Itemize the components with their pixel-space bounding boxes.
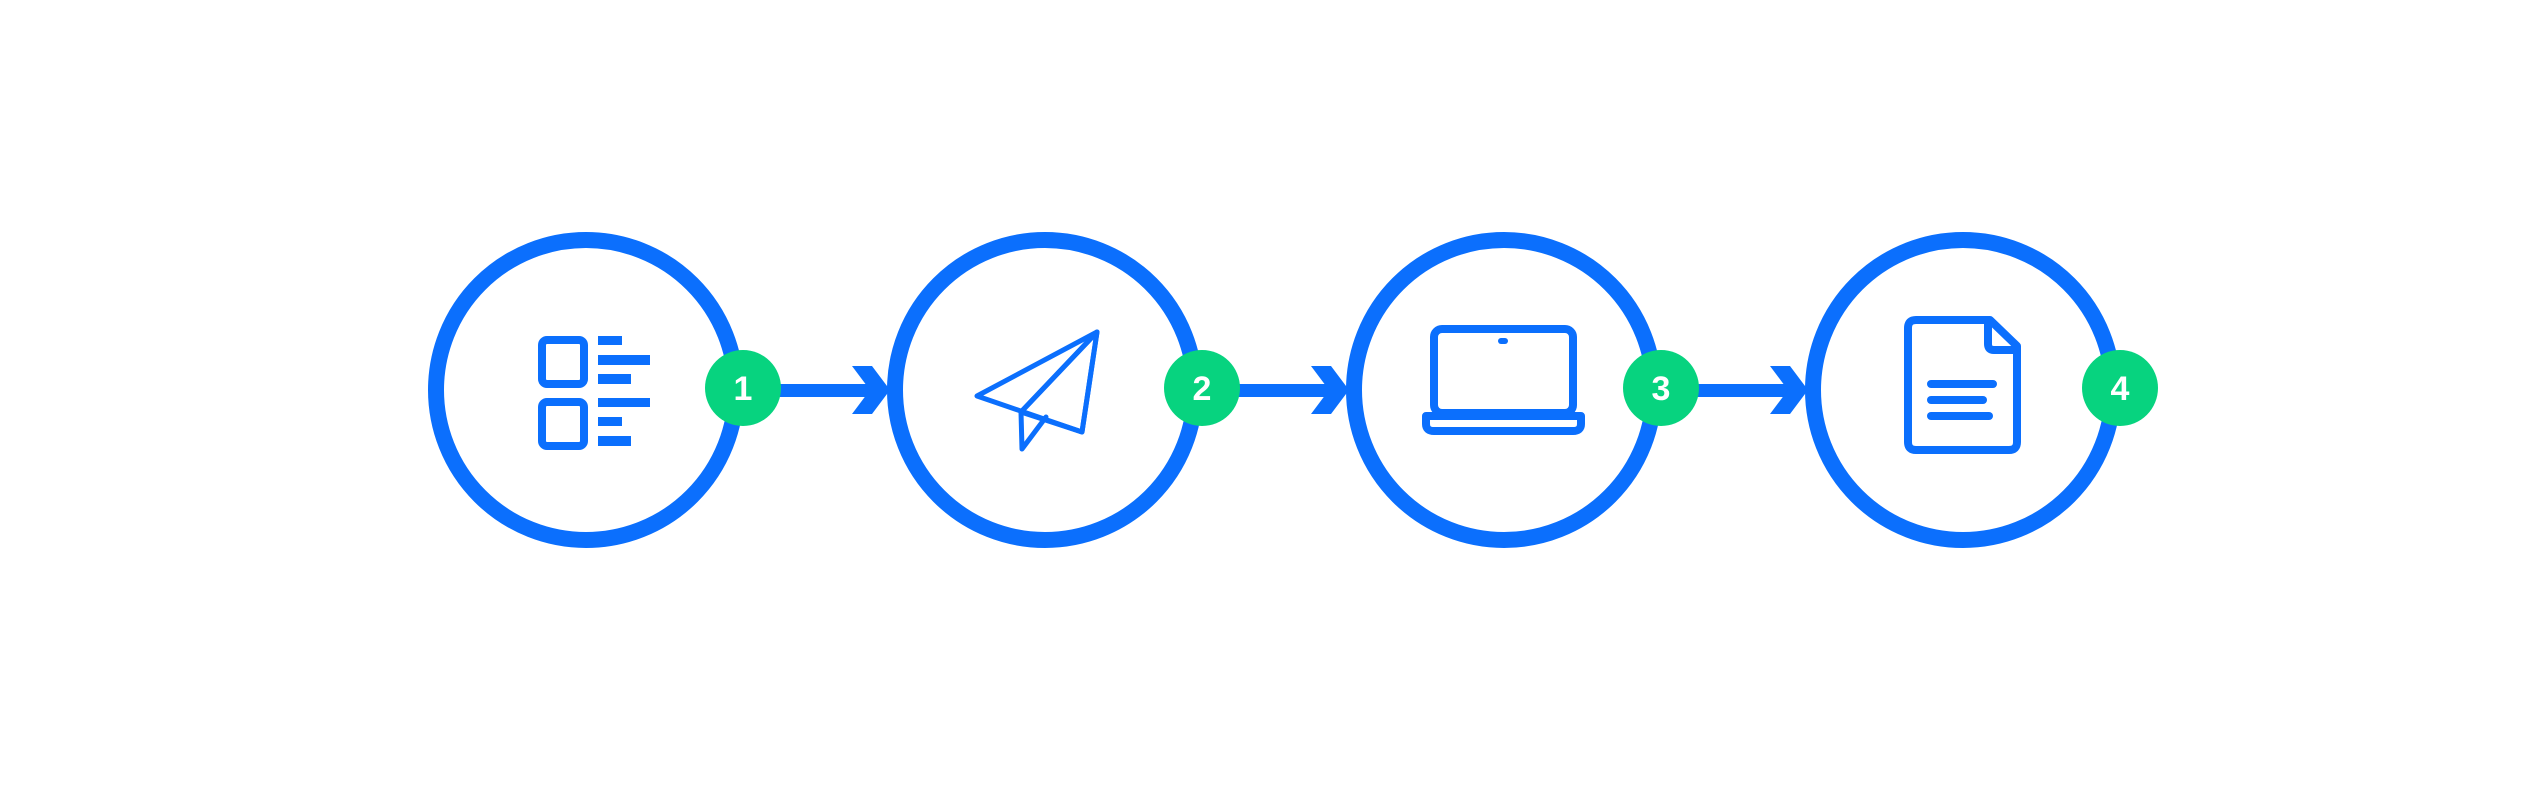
step-4-ring <box>1805 232 2121 548</box>
paper-plane-icon <box>974 329 1100 452</box>
arrow-3-4 <box>1678 366 1808 414</box>
step-4-badge: 4 <box>2082 350 2158 426</box>
list-icon <box>538 336 650 450</box>
step-1-number: 1 <box>734 370 753 408</box>
document-icon <box>1904 316 2021 454</box>
step-2-badge: 2 <box>1164 350 1240 426</box>
laptop-icon <box>1422 325 1585 435</box>
step-3-ring <box>1346 232 1662 548</box>
step-1-badge: 1 <box>705 350 781 426</box>
step-3-badge: 3 <box>1623 350 1699 426</box>
step-3-number: 3 <box>1652 370 1671 408</box>
connectors <box>760 366 1808 414</box>
step-1-ring <box>428 232 744 548</box>
arrow-2-3 <box>1219 366 1349 414</box>
arrow-1-2 <box>760 366 890 414</box>
step-4-number: 4 <box>2111 370 2130 408</box>
step-2-number: 2 <box>1193 370 1212 408</box>
